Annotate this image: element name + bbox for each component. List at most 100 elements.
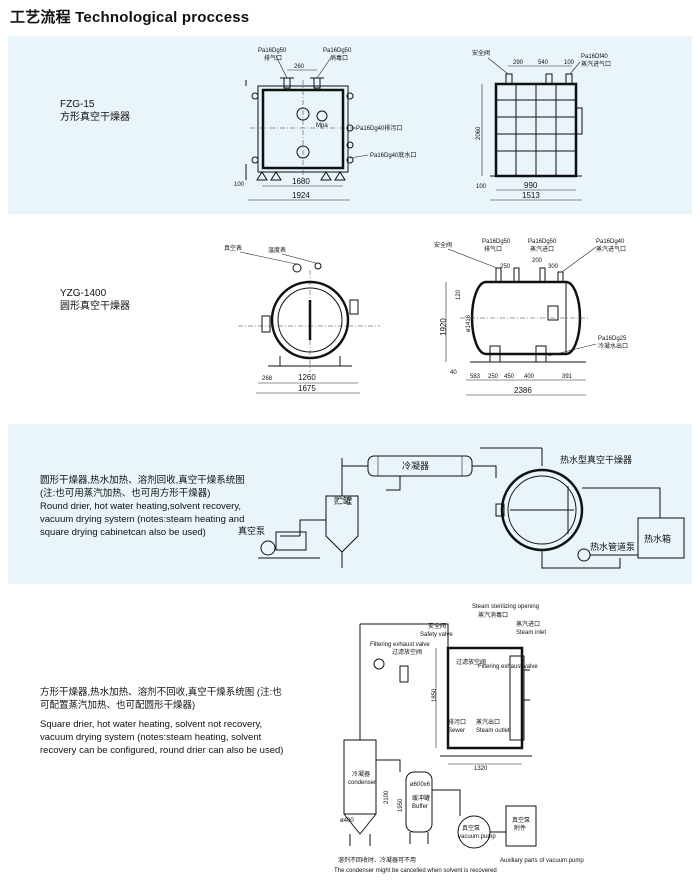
flow2-steril-cn: 蒸汽消毒口 [478,611,508,619]
flow2-safety-en: Safety valve [420,632,453,638]
flow2-condenser-en: condenser [348,780,376,786]
fzg-label-steril: Pa16Dg50 [323,48,352,54]
flow2-caption-en: Square drier, hot water heating, solvent… [40,719,284,756]
fzg-gauge-icon [316,110,328,122]
fzg-mpa: Mpa [316,123,328,129]
flow2-dim-2100: 2100 [384,790,390,804]
vacuum-pump [275,531,307,551]
fzg-label-steam-inlet: Pa16Df40 [581,54,608,60]
yzg-label-vacuum-gauge: 真空表 [224,244,242,252]
flow2-vacuum-pump-cn: 真空泵 [462,824,480,832]
flow2-condenser-cn: 冷凝器 [352,770,370,778]
yzg-model: YZG-1400 [60,288,107,299]
fzg-label-steam-inlet-cn: 蒸汽进气口 [581,60,611,68]
page-title: 工艺流程 Technological proccess [10,9,250,26]
flow1-dryer-label: 热水型真空干燥器 [560,454,632,465]
flow2-steam-outlet-cn: 蒸汽出口 [476,718,500,726]
yzg-phi: ø1416 [466,314,472,332]
flow2-aux-cn1: 真空泵 [512,816,530,824]
fzg-dim-1513: 1513 [522,191,540,200]
fzg-port-circle [296,107,310,121]
flow1-caption-en: Round drier, hot water heating,solvent r… [40,501,245,538]
flow2-condenser [343,739,377,815]
flow1-caption-cn: 圆形干燥器,热水加热、溶剂回收,真空干燥系统图 (注:也可用蒸汽加热、也可用方形… [40,475,245,499]
flow2-caption-cn: 方形干燥器,热水加热、溶剂不回收,真空干燥系统图 (注:也可配置蒸汽加热、也可配… [40,687,282,711]
fzg-name: 方形真空干燥器 [60,112,130,123]
flow2-note-cn: 溶剂不回收时、冷凝器可不用 [338,856,416,864]
flow2-steam-outlet-en: Steam outlet [476,728,510,734]
fzg-label-steril-cn: 消毒口 [330,54,348,62]
receiver-tank [325,495,359,553]
yzg-label-steam-in2: Pa16Dg40 [596,239,625,245]
fzg-dim-290: 290 [513,60,524,66]
yzg-dim-450: 450 [504,374,515,380]
fzg-label-exhaust-cn: 排气口 [264,54,282,62]
thermometer-icon [314,262,322,270]
flow2-safety-cn: 安全阀 [428,622,446,630]
fzg-dim-100: 100 [234,182,245,188]
yzg-side-gauge [547,305,559,321]
yzg-dim-1675: 1675 [298,384,316,393]
flow2-sewer-cn: 排污口 [448,718,466,726]
yzg-label-steam-inlet: Pa16Dg50 [528,239,557,245]
yzg-label-condensate-cn: 冷凝水出口 [598,342,628,350]
flow2-steril-en: Steam sterilizing opening [472,604,539,610]
flow2-steam-inlet-en: Steam inlet [516,630,546,636]
flow2-vacuum-pump-en: vacuum pump [458,834,496,840]
flow2-aux-cn2: 附件 [514,824,526,832]
yzg-dim-300: 300 [548,264,559,270]
flow2-sewer-en: Sewer [448,728,465,734]
flow2-filter-en: Filtering exhaust valve [370,642,430,648]
fzg-dim-540: 540 [538,60,549,66]
flow1-hw-pump-label: 热水管道泵 [590,541,635,552]
hot-water-tank [637,517,685,559]
fzg-label-drain: Pa16Dg40排污口 [356,124,402,132]
fzg-label-safety: 安全阀 [472,49,490,57]
yzg-label-exhaust-cn: 排气口 [484,245,502,253]
flow1-condenser-label: 冷凝器 [402,460,429,471]
fzg-dim-990: 990 [524,181,538,190]
flow2-dim-1950: 1950 [398,798,404,812]
yzg-dim-2386: 2386 [514,386,532,395]
fzg-port-circle [296,145,310,159]
flow2-filter2-en: Filtering exhaust valve [478,664,538,670]
fzg-label-exhaust: Pa16Dg50 [258,48,287,54]
fzg-dim-100b: 100 [564,60,575,66]
yzg-dim-1260: 1260 [298,373,316,382]
yzg-dim-400: 400 [524,374,535,380]
flow2-phi600: ø600x6 [410,782,431,788]
filter-valve [399,665,409,683]
fzg-label-bottom-water: Pa16Dg40底水口 [370,151,416,159]
flow2-phi400: ø400 [340,818,354,824]
flow1-hw-tank-label: 热水箱 [644,533,671,544]
flow2-buffer-en: Buffer [412,804,428,810]
fzg-dim-2060: 2060 [476,126,482,140]
buffer-tank [405,771,433,833]
yzg-dim-250t: 250 [500,264,511,270]
fzg-dim-1924: 1924 [292,191,310,200]
fzg-model: FZG-15 [60,99,95,110]
yzg-label-thermometer: 温度表 [268,246,286,254]
vacuum-gauge-icon [292,263,302,273]
flow2-dim-1850: 1850 [432,688,438,702]
yzg-label-safety: 安全阀 [434,241,452,249]
fzg-dim-260: 260 [294,64,305,70]
yzg-label-condensate: Pa16Dg25 [598,336,627,342]
yzg-label-exhaust: Pa16Dg50 [482,239,511,245]
flow1-receiver-label: 贮罐 [334,495,352,506]
yzg-label-steam-inlet-cn: 蒸汽进口 [530,245,554,253]
yzg-dim-268: 268 [262,376,273,382]
yzg-dim-1920: 1920 [439,318,448,336]
flow2-dim-1320: 1320 [474,766,488,772]
yzg-label-steam-in2-cn: 蒸汽进气口 [596,245,626,253]
flow1-vacuum-pump-label: 真空泵 [238,525,265,536]
yzg-dim-200: 200 [532,258,543,264]
yzg-dim-391: 391 [562,374,573,380]
fzg-dim-1680: 1680 [292,177,310,186]
fzg-side-door-handle [575,107,583,135]
flow2-aux-en: Auxiliary parts of vacuum pump [500,858,584,864]
